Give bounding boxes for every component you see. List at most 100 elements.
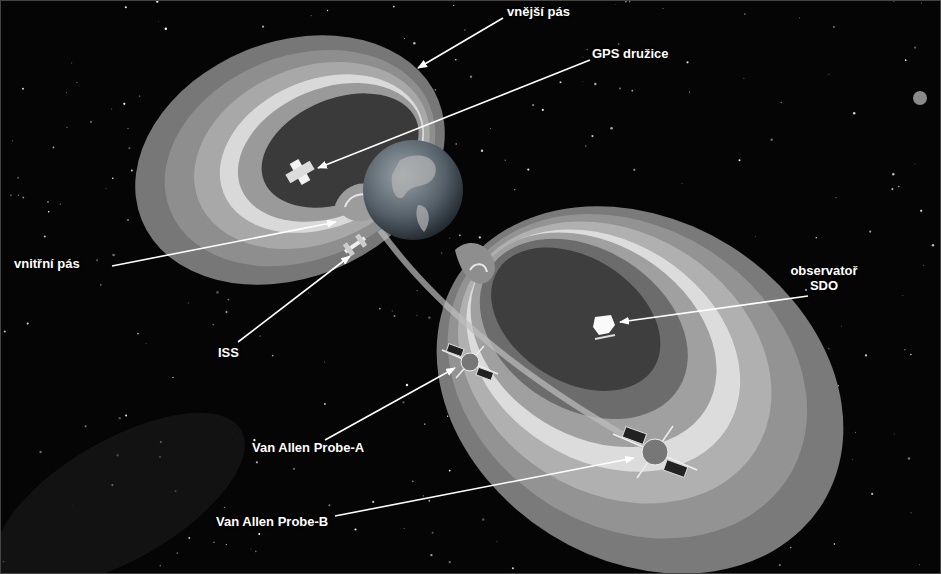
leader-line [318,60,590,168]
star [932,244,935,247]
star [631,90,633,92]
callout-label: Van Allen Probe-B [216,514,328,529]
star [250,548,252,550]
star [743,78,744,79]
star [805,289,807,291]
star [22,197,24,199]
star [448,561,450,563]
star [892,173,894,175]
star [71,62,72,63]
star [432,532,434,534]
star [76,82,77,83]
star [165,27,168,30]
star [853,112,855,114]
star [754,236,756,238]
star [100,284,102,286]
star [514,189,515,190]
star [464,29,465,30]
star [354,528,356,530]
star [871,493,873,495]
star [293,468,295,470]
star [258,533,260,535]
star [39,451,42,454]
star [441,252,442,253]
callout-label: vnitřní pás [14,256,80,271]
star [111,108,112,109]
star [585,145,587,147]
star [479,236,481,238]
star [582,81,584,83]
star [893,433,895,435]
star [96,259,98,261]
inner-belt [455,243,495,284]
star [256,461,258,463]
star [898,186,900,188]
star [662,8,663,9]
star [22,88,24,90]
star [172,377,173,378]
star [428,316,430,318]
star [310,15,312,17]
star [435,89,437,91]
star [915,163,916,164]
star [902,294,904,296]
star [423,495,425,497]
star [259,335,260,336]
star [532,104,534,106]
star [188,537,190,539]
star [453,5,454,6]
star [527,168,529,170]
star [430,554,432,556]
star [53,147,55,149]
leader-line [418,18,503,68]
star [416,290,418,292]
star [404,38,406,40]
star [905,59,907,61]
star [780,102,781,103]
star [833,26,835,28]
star [127,219,129,221]
star [914,46,916,48]
star [449,470,451,472]
star [131,170,133,172]
star [586,49,588,51]
star [689,91,690,92]
star [60,204,61,205]
star [66,127,67,128]
star [127,128,129,130]
star [393,6,395,8]
star [542,109,544,111]
star [686,61,688,63]
leader-line [112,222,336,266]
star [112,178,114,180]
star [482,518,485,521]
star [44,236,46,238]
star [212,324,214,326]
earth [363,140,463,240]
sdo-observatory [593,315,615,339]
star [47,201,48,202]
callout-label: vnější pás [507,4,570,19]
star [919,564,920,565]
star [904,349,905,350]
star [618,43,620,45]
star [582,56,584,58]
callout-label: ISS [218,345,239,360]
star [908,457,910,459]
star [416,314,418,316]
star [869,230,871,232]
star [255,551,257,553]
star [372,501,374,503]
star [681,183,683,185]
star [146,343,147,344]
star [227,299,229,301]
star [470,76,472,78]
star [610,127,613,130]
probe-orbit [380,230,660,455]
star [213,542,214,543]
star [779,564,781,566]
star [328,504,330,506]
star [790,547,792,549]
